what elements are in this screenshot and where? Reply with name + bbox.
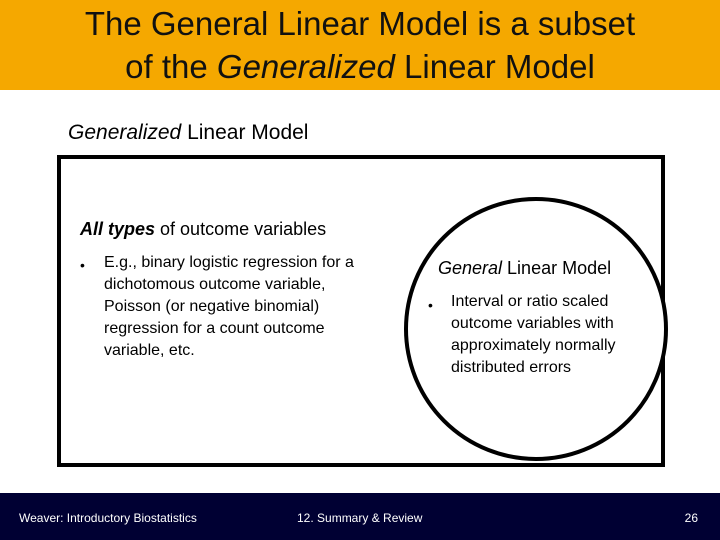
title-line-1: The General Linear Model is a subset xyxy=(84,5,636,42)
outer-bullet-text: E.g., binary logistic regression for a d… xyxy=(104,254,354,359)
title-line-2-prefix: of the xyxy=(125,48,217,85)
inner-set-circle xyxy=(404,197,668,461)
footer-section-title: 12. Summary & Review xyxy=(297,511,423,525)
outer-set-label-emphasis: Generalized xyxy=(68,121,182,144)
inner-bullet-text: Interval or ratio scaled outcome variabl… xyxy=(451,293,616,376)
inner-set-label-rest: Linear Model xyxy=(502,258,612,278)
outer-bullet-marker: • xyxy=(80,257,85,273)
inner-set-label: General Linear Model xyxy=(438,256,611,280)
footer-page-number: 26 xyxy=(684,511,698,525)
outer-set-subtitle-emphasis: All types xyxy=(80,219,156,239)
outer-set-subtitle: All types of outcome variables xyxy=(80,217,326,241)
title-line-2-emphasis: Generalized xyxy=(216,48,395,85)
footer-bar: Weaver: Introductory Biostatistics 12. S… xyxy=(0,493,720,540)
title-band: The General Linear Model is a subset of … xyxy=(0,0,720,90)
inner-set-label-emphasis: General xyxy=(438,258,503,278)
outer-set-label: Generalized Linear Model xyxy=(68,120,308,146)
inner-bullet-marker: • xyxy=(428,297,433,313)
outer-set-subtitle-rest: of outcome variables xyxy=(155,219,327,239)
title-line-2-suffix: Linear Model xyxy=(394,48,595,85)
outer-set-label-rest: Linear Model xyxy=(181,121,309,144)
title-line-2: of the Generalized Linear Model xyxy=(0,48,720,86)
footer-author-course: Weaver: Introductory Biostatistics xyxy=(19,511,197,525)
